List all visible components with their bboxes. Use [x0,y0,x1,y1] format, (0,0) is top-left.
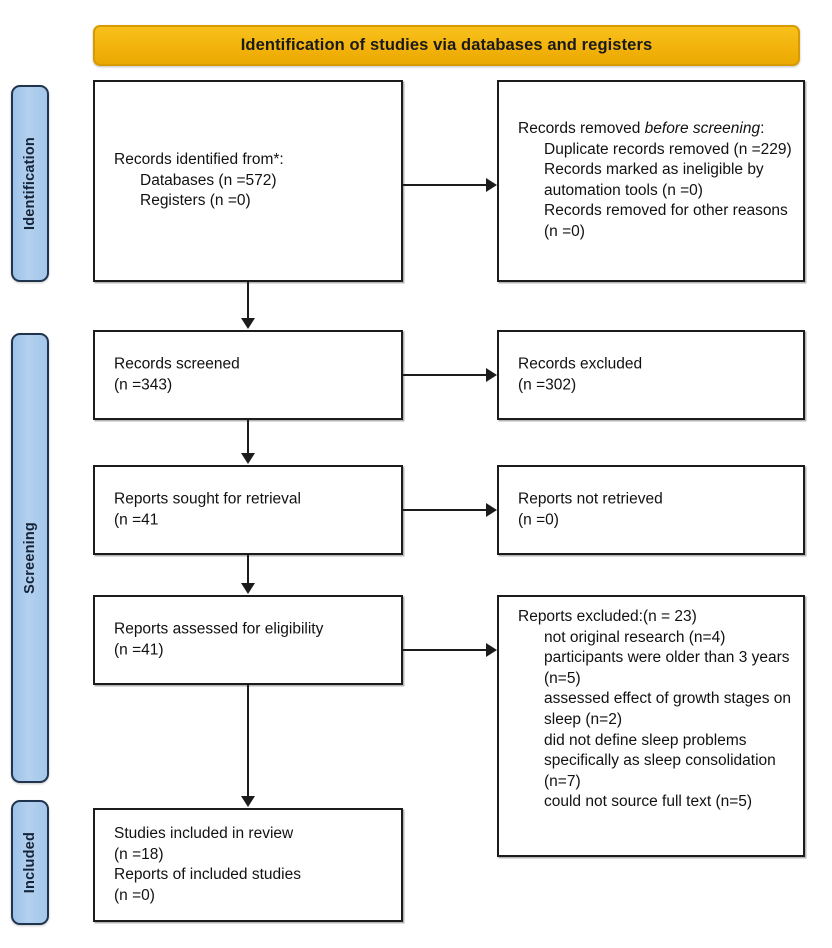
box-records-identified-body: Records identified from*: Databases (n =… [114,150,393,212]
box-records-removed-body: Records removed before screening: Duplic… [518,119,795,243]
records-identified-title: Records identified from*: [114,151,284,169]
arrowhead-down-icon [241,453,255,464]
reports-excluded-reason-5: could not source full text (n=5) [544,793,753,811]
reports-of-included-count: (n =0) [114,886,155,904]
connector-stem [247,282,249,319]
arrowhead-right-icon [486,178,497,192]
box-reports-not-retrieved-body: Reports not retrieved (n =0) [518,489,795,530]
connector-stem [247,685,249,797]
box-reports-sought-for-retrieval: Reports sought for retrieval (n =41 [93,465,403,555]
reports-excluded-reason-3: assessed effect of growth stages on slee… [544,690,792,729]
box-records-identified: Records identified from*: Databases (n =… [93,80,403,282]
connector-stem [403,649,487,651]
diagram-header-banner: Identification of studies via databases … [93,25,800,66]
box-reports-excluded: Reports excluded:(n = 23) not original r… [497,595,805,857]
records-excluded-label: Records excluded [518,355,643,373]
records-identified-databases: Databases (n =572) [140,171,277,189]
reports-of-included-label: Reports of included studies [114,866,301,883]
arrowhead-down-icon [241,796,255,807]
stage-label-screening: Screening [11,333,49,783]
box-records-screened: Records screened (n =343) [93,330,403,420]
connector-stem [247,420,249,454]
records-removed-title-emphasis: before screening [644,120,761,138]
records-removed-automation: Records marked as ineligible by automati… [544,161,764,199]
reports-excluded-reason-4: did not define sleep problems specifical… [544,731,776,790]
stage-label-identification-text: Identification [22,136,38,231]
box-reports-assessed-for-eligibility: Reports assessed for eligibility (n =41) [93,595,403,685]
box-records-removed-before-screening: Records removed before screening: Duplic… [497,80,805,282]
connector-stem [403,509,487,511]
box-reports-assessed-body: Reports assessed for eligibility (n =41) [114,619,393,660]
records-excluded-count: (n =302) [518,376,577,393]
records-identified-registers: Registers (n =0) [140,192,251,210]
box-reports-not-retrieved: Reports not retrieved (n =0) [497,465,805,555]
records-removed-title: Records removed before screening: [518,119,795,140]
stage-label-identification: Identification [11,85,49,282]
records-screened-count: (n =343) [114,376,173,393]
studies-included-count: (n =18) [114,845,164,863]
records-removed-title-part1: Records removed [518,120,645,138]
reports-sought-label: Reports sought for retrieval [114,490,301,508]
connector-stem [247,555,249,584]
arrowhead-right-icon [486,368,497,382]
records-removed-title-part3: : [760,120,765,138]
studies-included-label: Studies included in review [114,824,294,842]
box-studies-included-in-review: Studies included in review (n =18) Repor… [93,808,403,922]
box-reports-excluded-body: Reports excluded:(n = 23) not original r… [518,607,795,813]
connector-stem [403,374,487,376]
arrowhead-down-icon [241,583,255,594]
reports-assessed-count: (n =41) [114,641,164,658]
stage-label-screening-text: Screening [22,522,38,594]
records-removed-duplicates: Duplicate records removed (n =229) [544,140,792,158]
box-records-screened-body: Records screened (n =343) [114,354,393,395]
box-records-excluded: Records excluded (n =302) [497,330,805,420]
reports-not-retrieved-count: (n =0) [518,511,559,528]
reports-assessed-label: Reports assessed for eligibility [114,620,324,638]
records-removed-other: Records removed for other reasons (n =0) [544,202,788,241]
reports-sought-count: (n =41 [114,511,159,528]
records-screened-label: Records screened [114,355,240,373]
box-reports-sought-body: Reports sought for retrieval (n =41 [114,489,393,530]
diagram-title: Identification of studies via databases … [240,36,653,54]
reports-excluded-reason-2: participants were older than 3 years (n=… [544,649,790,687]
box-records-excluded-body: Records excluded (n =302) [518,354,795,395]
stage-label-included-text: Included [22,831,38,894]
reports-excluded-reason-1: not original research (n=4) [544,628,726,646]
arrowhead-down-icon [241,318,255,329]
stage-label-included: Included [11,800,49,925]
arrowhead-right-icon [486,643,497,657]
reports-not-retrieved-label: Reports not retrieved [518,490,663,508]
connector-stem [403,184,487,186]
box-studies-included-body: Studies included in review (n =18) Repor… [114,824,393,906]
reports-excluded-title: Reports excluded:(n = 23) [518,608,697,625]
arrowhead-right-icon [486,503,497,517]
